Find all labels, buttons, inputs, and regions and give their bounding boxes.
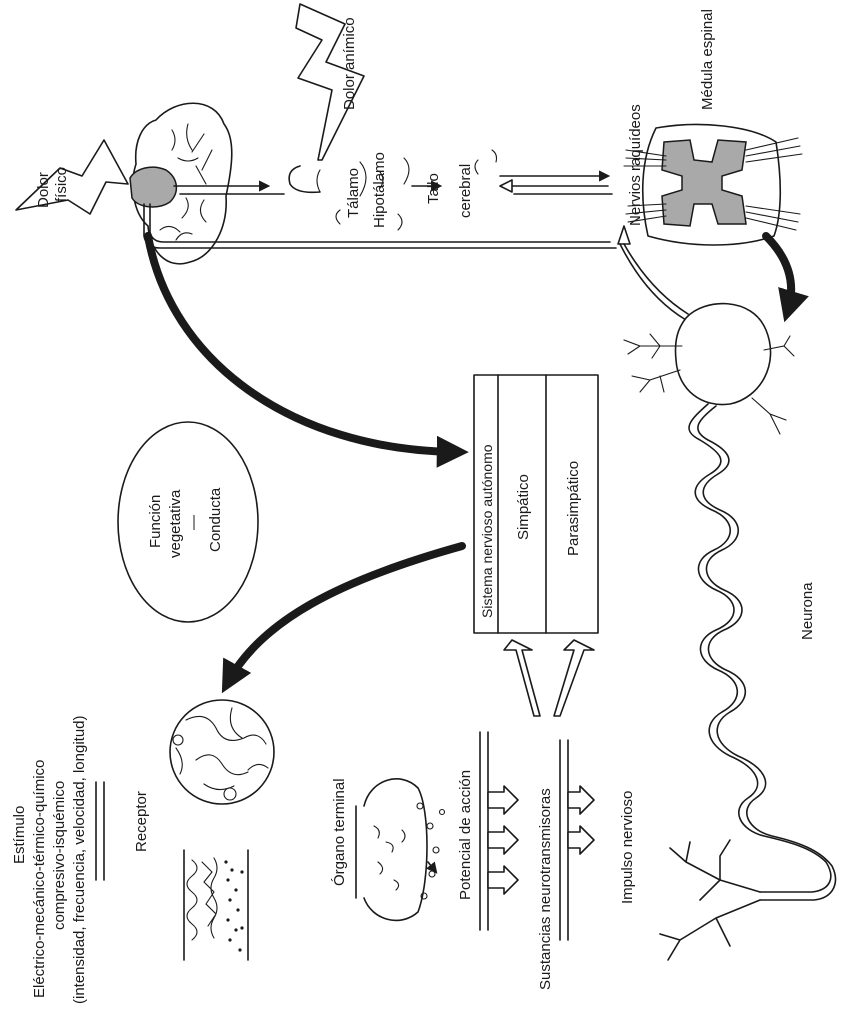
receptor-arrow <box>96 782 104 880</box>
label-conducta: Conducta <box>207 487 224 552</box>
label-parasimpatico: Parasimpático <box>565 461 582 556</box>
neurotransmitter-arrow <box>560 740 594 940</box>
label-hipotalamo: Hipotálamo <box>371 152 388 228</box>
label-dolor-animico: Dolor anímico <box>341 17 358 110</box>
label-organo-terminal: Órgano terminal <box>331 778 348 886</box>
label-neurona: Neurona <box>799 582 816 640</box>
label-dolor: Dolor <box>35 172 52 208</box>
label-separator: — <box>185 515 202 530</box>
terminal-organ-illustration <box>356 779 445 921</box>
label-fisico: físico <box>53 167 70 202</box>
receptor-organ-illustration <box>170 700 274 804</box>
brain-to-thalamus-arrows <box>174 166 612 194</box>
label-potencial-accion: Potencial de acción <box>457 770 474 900</box>
label-parametros: (intensidad, frecuencia, velocidad, long… <box>71 715 88 1004</box>
brain-to-autonomic-arrow <box>148 236 456 452</box>
label-compresivo: compresivo-isquémico <box>51 781 68 930</box>
skin-tissue-illustration <box>184 850 248 960</box>
spinal-cord-illustration <box>624 124 802 245</box>
label-simpatico: Simpático <box>515 474 532 540</box>
label-talamo: Tálamo <box>345 168 362 218</box>
action-potential-arrow <box>480 732 518 930</box>
neurotransmitter-release-arrows <box>504 640 594 716</box>
label-sustancias: Sustancias neurotransmisoras <box>537 788 554 990</box>
dolor-fisico-lightning-icon <box>16 140 128 214</box>
label-nervios-raquideos: Nervios raquídeos <box>627 104 644 226</box>
label-medula-espinal: Médula espinal <box>699 9 716 110</box>
label-estimulo: Estímulo <box>11 806 28 864</box>
label-vegetativa: vegetativa <box>167 489 184 558</box>
label-tallo: Tallo <box>425 173 442 204</box>
spinal-to-neuron-arrow <box>766 236 791 310</box>
label-receptor: Receptor <box>133 791 150 852</box>
autonomic-to-receptor-arrow <box>228 546 462 682</box>
label-estimulo-tipos: Eléctrico-mecánico-térmico-químico <box>31 760 48 998</box>
label-impulso: Impulso nervioso <box>619 791 636 904</box>
label-sistema-nervioso-autonomo: Sistema nervioso autónomo <box>479 444 495 618</box>
label-funcion: Función <box>147 495 164 548</box>
label-cerebral: cerebral <box>457 164 474 218</box>
